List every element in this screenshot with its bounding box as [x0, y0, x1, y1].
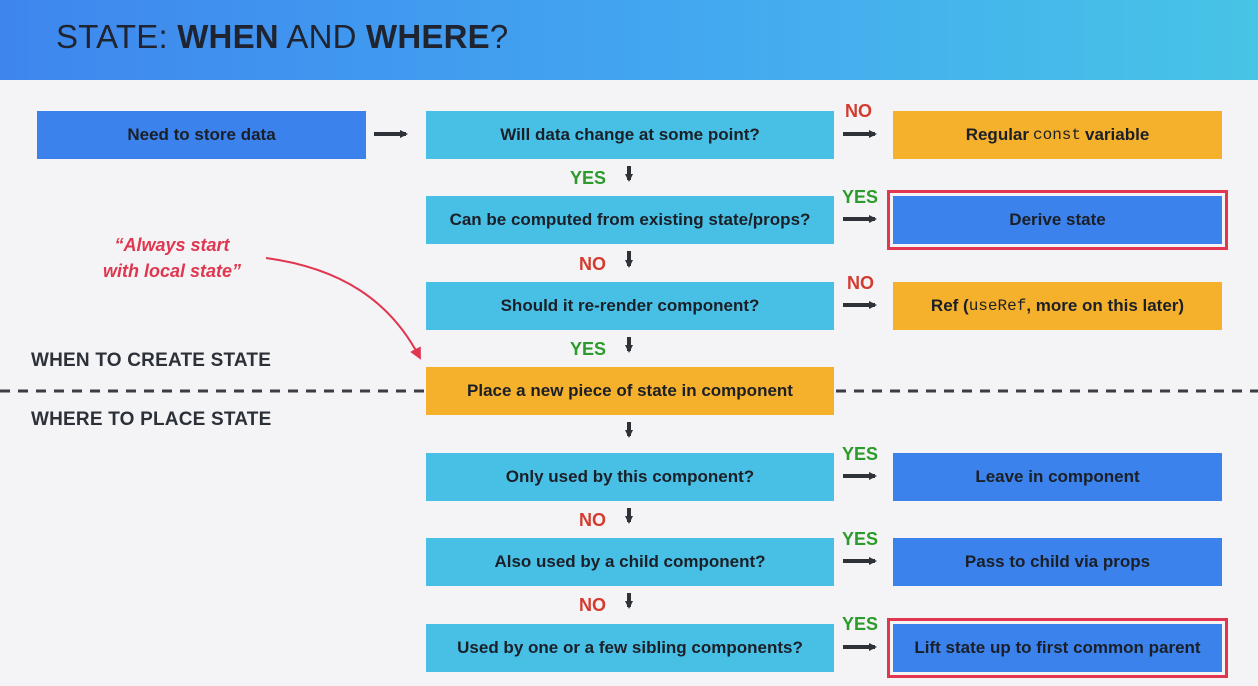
quote-annotation: “Always start with local state” [92, 232, 252, 284]
node-only-used: Only used by this component? [426, 453, 834, 501]
label-yes-leave: YES [842, 444, 879, 464]
label-no-const: NO [845, 101, 872, 121]
node-place-new-state: Place a new piece of state in component [426, 367, 834, 415]
node-need-store-data: Need to store data [37, 111, 366, 159]
node-sibling-used: Used by one or a few sibling components? [426, 624, 834, 672]
node-rerender: Should it re-render component? [426, 282, 834, 330]
outcome-ref: Ref (useRef, more on this later) [893, 282, 1222, 330]
outcome-pass-to-child: Pass to child via props [893, 538, 1222, 586]
label-no-ref: NO [847, 273, 874, 293]
label-no-child: NO [579, 595, 606, 615]
quote-line-2: with local state” [102, 261, 242, 281]
label-yes-change: YES [570, 168, 607, 188]
header-banner: STATE: WHEN AND WHERE? [0, 0, 1258, 80]
section-where-to-place: WHERE TO PLACE STATE [31, 409, 272, 430]
node-data-change: Will data change at some point? [426, 111, 834, 159]
label-no-only: NO [579, 510, 606, 530]
section-when-to-create: WHEN TO CREATE STATE [31, 350, 272, 371]
quote-arrow [265, 257, 421, 360]
node-computed: Can be computed from existing state/prop… [426, 196, 834, 244]
label-yes-lift: YES [842, 614, 879, 634]
outcome-leave-in-component: Leave in component [893, 453, 1222, 501]
label-no-computed: NO [579, 254, 606, 274]
node-child-used: Also used by a child component? [426, 538, 834, 586]
page-title: STATE: WHEN AND WHERE? [56, 18, 509, 55]
label-yes-derive: YES [842, 187, 879, 207]
label-yes-rerender: YES [570, 339, 607, 359]
label-yes-pass: YES [842, 529, 879, 549]
quote-line-1: “Always start [114, 235, 230, 255]
outcome-derive-state: Derive state [887, 190, 1228, 250]
outcome-lift-state: Lift state up to first common parent [887, 618, 1228, 678]
